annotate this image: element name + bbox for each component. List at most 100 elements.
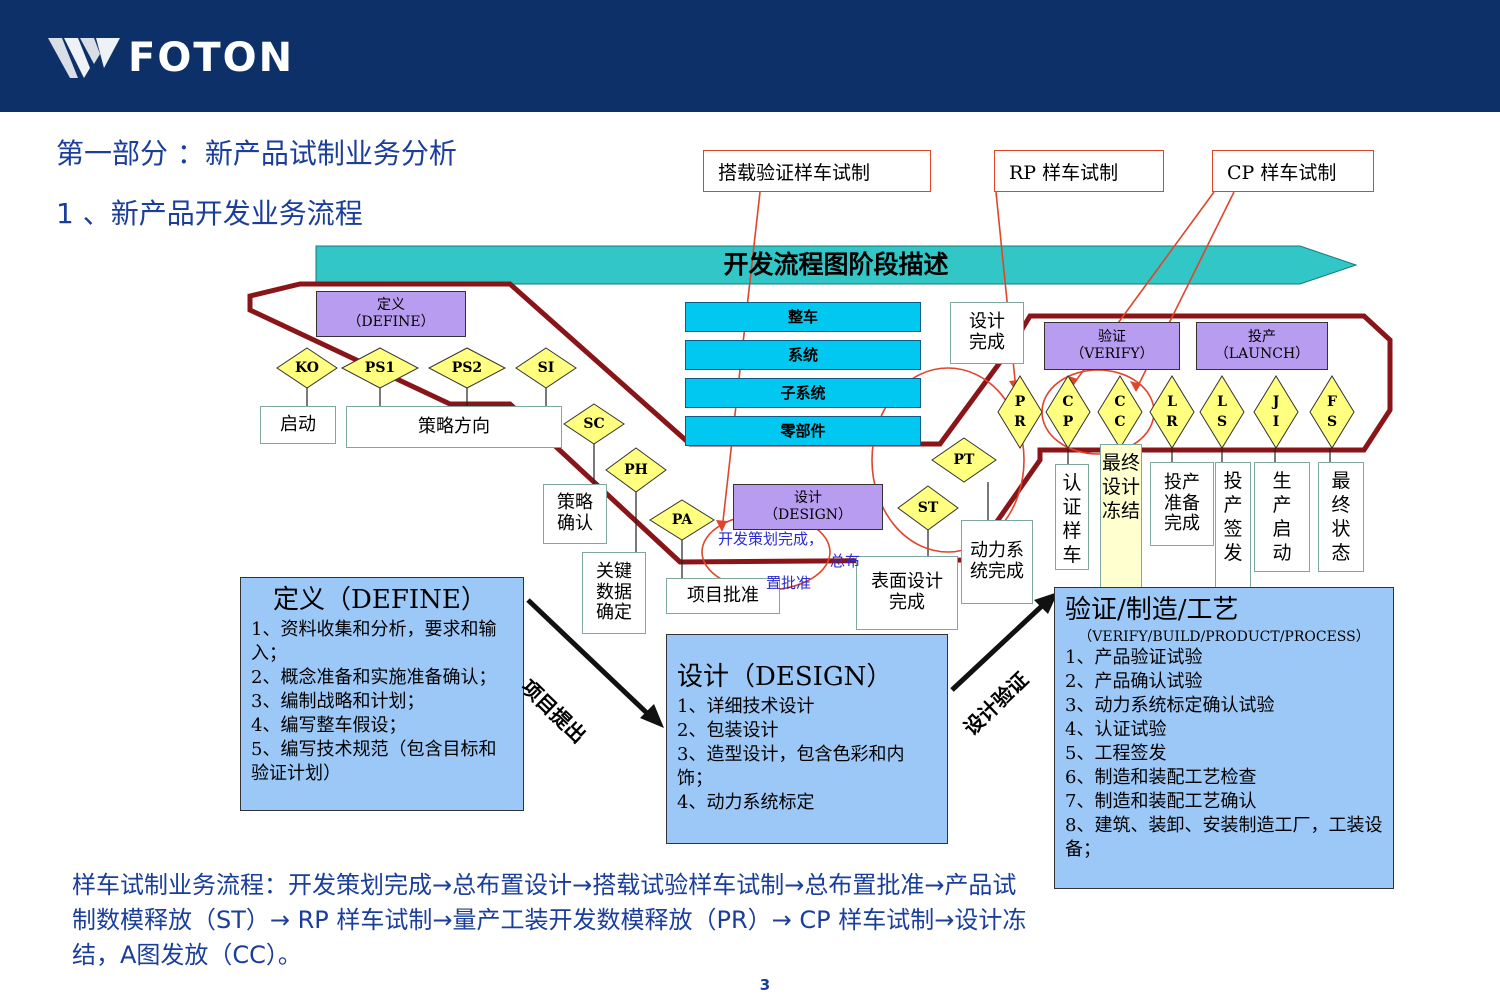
design-box-heading: 设计（DESIGN） <box>677 662 893 692</box>
note-layout: 总布 <box>830 552 861 570</box>
phase-verify-en: （VERIFY） <box>1070 346 1154 362</box>
verify-box: 验证/制造/工艺 （VERIFY/BUILD/PRODUCT/PROCESS） … <box>1054 587 1394 889</box>
gate-lr-label: L R <box>1166 394 1178 430</box>
gate-ph-diamond <box>605 447 667 493</box>
gate-ls-label: L S <box>1216 394 1228 430</box>
phase-launch: 投产（LAUNCH） <box>1196 322 1328 370</box>
label-powertrain: 动力系统完成 <box>961 520 1033 604</box>
section-title: 第一部分 ：新产品试制业务分析 <box>56 137 457 170</box>
gate-pt-label: PT <box>953 452 975 468</box>
banner-arrow <box>315 245 1358 285</box>
phase-verify-label: 验证 <box>1098 329 1126 345</box>
gate-ps2-diamond <box>427 347 507 389</box>
verify-item: 4、认证试验 <box>1065 719 1167 740</box>
phase-design-en: （DESIGN） <box>764 507 852 523</box>
design-item: 3、造型设计，包含色彩和内饰； <box>677 744 905 789</box>
gate-ls-diamond <box>1199 375 1245 449</box>
verify-item: 8、建筑、装卸、安装制造工厂，工装设备； <box>1065 815 1383 860</box>
define-item: 2、概念准备和实施准备确认； <box>251 667 497 688</box>
design-item: 2、包装设计 <box>677 720 779 741</box>
banner-title: 开发流程图阶段描述 <box>723 250 949 279</box>
define-item: 4、编写整车假设； <box>251 715 407 736</box>
label-project-approval: 项目批准 <box>666 578 780 614</box>
page-number: 3 <box>759 976 771 994</box>
label-final-state: 最终状态 <box>1318 462 1364 572</box>
gate-fs-label: F S <box>1326 394 1338 430</box>
bar-component: 零部件 <box>685 416 921 446</box>
callout-carrier-vehicle: 搭载验证样车试制 <box>703 150 931 192</box>
subsection-title: 1 、新产品开发业务流程 <box>56 197 363 230</box>
gate-pt-diamond <box>931 437 997 483</box>
define-item: 5、编写技术规范（包含目标和验证计划） <box>251 739 497 784</box>
define-item: 3、编制战略和计划； <box>251 691 425 712</box>
label-certify-vehicle: 认证样车 <box>1055 464 1089 570</box>
phase-verify: 验证（VERIFY） <box>1044 322 1180 370</box>
verify-item: 3、动力系统标定确认试验 <box>1065 695 1275 716</box>
label-strategy-direction: 策略方向 <box>346 406 562 448</box>
gate-fs-diamond <box>1309 375 1355 449</box>
gate-lr-diamond <box>1149 375 1195 449</box>
verify-item: 6、制造和装配工艺检查 <box>1065 767 1257 788</box>
define-box-heading: 定义（DEFINE） <box>273 585 487 615</box>
gate-cp-label: C P <box>1062 394 1074 430</box>
gate-ph-label: PH <box>624 462 648 478</box>
design-item: 4、动力系统标定 <box>677 792 815 813</box>
phase-design: 设计（DESIGN） <box>733 484 883 530</box>
gate-pa-label: PA <box>671 512 693 528</box>
summary-text: 样车试制业务流程：开发策划完成→总布置设计→搭载试验样车试制→总布置批准→产品试… <box>72 871 1027 969</box>
note-plan-complete: 开发策划完成， <box>718 530 824 548</box>
define-item: 1、资料收集和分析，要求和输入； <box>251 619 497 664</box>
note-approval: 置批准 <box>766 574 812 592</box>
phase-launch-en: （LAUNCH） <box>1214 346 1310 362</box>
verify-item: 5、工程签发 <box>1065 743 1167 764</box>
gate-pr-diamond <box>997 375 1043 449</box>
phase-define-label: 定义 <box>377 297 405 313</box>
gate-pr-label: P R <box>1014 394 1026 430</box>
phase-launch-label: 投产 <box>1248 329 1276 345</box>
foton-logo-icon <box>48 38 120 78</box>
gate-cp-diamond <box>1045 375 1091 449</box>
brand-name: FOTON <box>128 35 295 81</box>
gate-pa-diamond <box>649 499 715 541</box>
verify-box-sub: （VERIFY/BUILD/PRODUCT/PROCESS） <box>1078 629 1370 645</box>
label-final-freeze: 最终设计冻结 <box>1100 444 1142 600</box>
gate-sc-label: SC <box>583 416 605 432</box>
gate-st-diamond <box>897 485 959 531</box>
header-bar <box>0 0 1500 112</box>
phase-design-label: 设计 <box>794 490 822 506</box>
bar-subsystem: 子系统 <box>685 378 921 408</box>
label-key-data: 关键数据确定 <box>582 552 646 634</box>
gate-ji-diamond <box>1253 375 1299 449</box>
verify-box-heading: 验证/制造/工艺 <box>1065 595 1239 625</box>
callout-rp-vehicle: RP 样车试制 <box>994 150 1164 192</box>
design-box: 设计（DESIGN） 1、详细技术设计 2、包装设计 3、造型设计，包含色彩和内… <box>666 634 948 844</box>
gate-ko-label: KO <box>295 360 319 376</box>
gate-sc-diamond <box>563 403 625 445</box>
gate-si-diamond <box>515 347 577 389</box>
phase-define-en: （DEFINE） <box>347 314 435 330</box>
design-item: 1、详细技术设计 <box>677 696 815 717</box>
gate-st-label: ST <box>917 500 939 516</box>
label-prod-ready: 投产准备完成 <box>1150 462 1214 546</box>
label-start: 启动 <box>260 406 336 444</box>
label-prod-signoff: 投产签发 <box>1215 462 1251 588</box>
gate-si-label: SI <box>537 360 555 376</box>
callout-cp-vehicle: CP 样车试制 <box>1212 150 1374 192</box>
phase-define: 定义（DEFINE） <box>316 291 466 337</box>
label-design-complete: 设计完成 <box>950 302 1024 364</box>
verify-item: 2、产品确认试验 <box>1065 671 1203 692</box>
gate-cc-label: C C <box>1114 394 1126 430</box>
label-surface-design: 表面设计完成 <box>856 556 958 630</box>
gate-ji-label: J I <box>1272 394 1280 430</box>
bar-vehicle: 整车 <box>685 302 921 332</box>
gate-ps1-diamond <box>340 347 420 389</box>
gate-ps2-label: PS2 <box>451 360 483 376</box>
label-prod-start: 生产启动 <box>1254 462 1310 572</box>
gate-ko-diamond <box>276 347 338 389</box>
gate-ps1-label: PS1 <box>364 360 396 376</box>
verify-item: 7、制造和装配工艺确认 <box>1065 791 1257 812</box>
bar-system: 系统 <box>685 340 921 370</box>
verify-item: 1、产品验证试验 <box>1065 647 1203 668</box>
label-strategy-confirm: 策略确认 <box>543 484 607 544</box>
define-box: 定义（DEFINE） 1、资料收集和分析，要求和输入； 2、概念准备和实施准备确… <box>240 577 524 811</box>
